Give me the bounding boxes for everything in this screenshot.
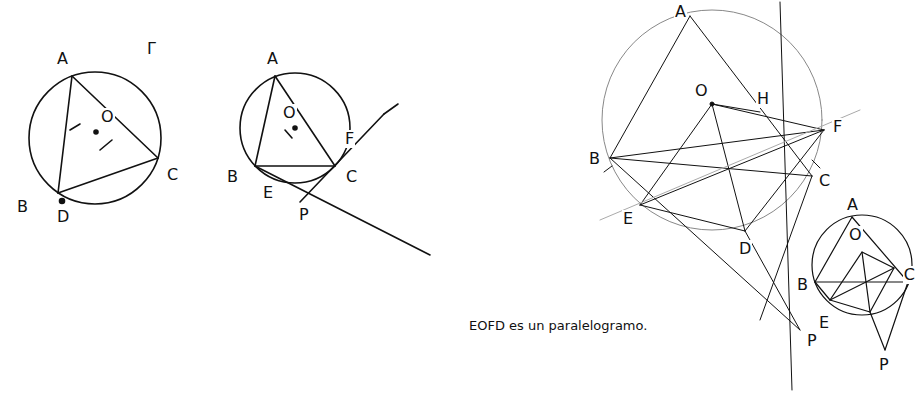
note-text: EOFD es un paralelogramo. — [468, 318, 648, 334]
point-label: C — [818, 172, 831, 190]
point-label: A — [266, 50, 279, 68]
point-label: C — [166, 166, 179, 184]
point-label: P — [806, 332, 818, 350]
point-label: A — [674, 3, 687, 21]
point-label: B — [16, 198, 29, 216]
figure-four — [812, 215, 912, 350]
point-label: D — [56, 208, 70, 226]
point-label: H — [756, 90, 770, 108]
point-label: O — [694, 82, 709, 100]
point-label: F — [344, 130, 355, 148]
point-label: D — [738, 240, 752, 258]
point-label: E — [622, 210, 634, 228]
point-label: B — [588, 150, 601, 168]
point-label: O — [282, 104, 297, 122]
point-label: A — [56, 50, 69, 68]
point-label: A — [846, 196, 859, 214]
point-label: O — [100, 108, 115, 126]
point-label: P — [878, 356, 890, 374]
point-label: F — [832, 118, 843, 136]
point-label: Γ — [146, 40, 157, 58]
figure-two — [240, 73, 430, 255]
point-label: P — [298, 206, 310, 224]
point-label: B — [796, 276, 809, 294]
point-label: C — [903, 266, 916, 284]
point-label: E — [262, 184, 274, 202]
point-label: O — [848, 226, 863, 244]
point-label: B — [226, 168, 239, 186]
figure-one — [29, 72, 161, 204]
point-label: E — [818, 314, 830, 332]
point-label: C — [345, 168, 358, 186]
